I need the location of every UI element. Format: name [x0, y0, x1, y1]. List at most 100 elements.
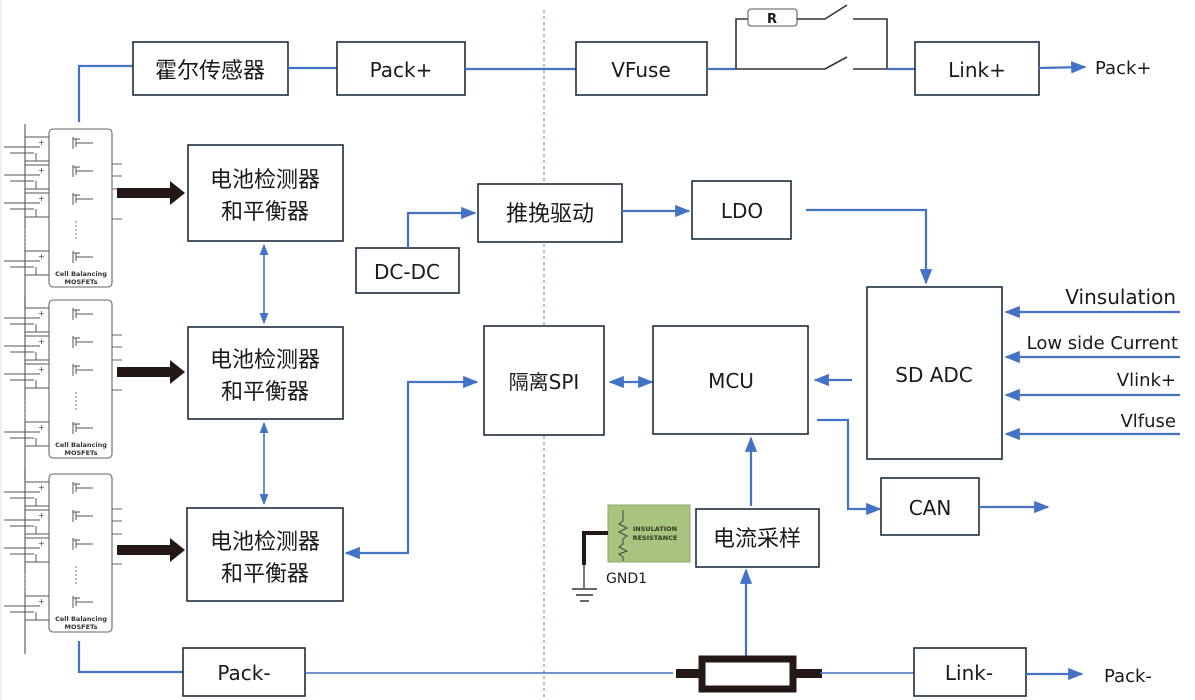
- battery-cell-icon: +: [4, 537, 49, 563]
- battery-monitor-1-line2: 和平衡器: [221, 200, 309, 225]
- svg-text:+: +: [38, 597, 45, 606]
- pack-plus-label: Pack+: [370, 58, 433, 82]
- battery-monitor-block-2[interactable]: 电池检测器 和平衡器: [187, 326, 344, 420]
- resistor-icon: [747, 8, 798, 27]
- link-plus-label: Link+: [948, 58, 1006, 82]
- mosfet-icon: [72, 308, 93, 320]
- precharge-relay-network: R: [735, 4, 888, 70]
- dcdc-label: DC-DC: [374, 260, 440, 284]
- battery-cell-icon: +: [4, 335, 49, 361]
- thick-arrow-3: [117, 538, 185, 562]
- mosfet-icon: [72, 165, 93, 177]
- link-minus-block[interactable]: Link-: [913, 647, 1027, 697]
- battery-monitor-2-line2: 和平衡器: [221, 380, 309, 405]
- can-block[interactable]: CAN: [880, 477, 980, 536]
- mosfet-icon: [72, 422, 93, 434]
- battery-monitor-3-line2: 和平衡器: [221, 562, 309, 587]
- cell-balancing-label: Cell Balancing: [55, 441, 107, 449]
- mosfets-label: MOSFETs: [65, 278, 98, 286]
- current-sampling-block[interactable]: 电流采样: [695, 508, 820, 568]
- ground-icon: [572, 588, 597, 602]
- vfuse-label: VFuse: [611, 58, 671, 82]
- dcdc-block[interactable]: DC-DC: [355, 247, 460, 294]
- mosfets-label: MOSFETs: [65, 623, 98, 631]
- hall-sensor-block[interactable]: 霍尔传感器: [132, 41, 289, 96]
- battery-monitor-block-3[interactable]: 电池检测器 和平衡器: [186, 507, 344, 602]
- cell-balancing-mosfets-box: [48, 473, 113, 633]
- battery-monitor-3-line1: 电池检测器: [210, 530, 320, 555]
- insulation-label-line2: RESISTANCE: [633, 534, 678, 542]
- arrow-pack-plus-out: [1038, 61, 1087, 74]
- svg-text:+: +: [38, 166, 45, 175]
- pack-minus-label: Pack-: [217, 661, 270, 685]
- wire-ldo-to-adc: [806, 208, 933, 285]
- svg-text:+: +: [38, 365, 45, 374]
- battery-cell-icon: +: [4, 307, 49, 333]
- insulation-resistance-module: INSULATION RESISTANCE GND1: [572, 504, 691, 602]
- battery-monitor-block-1[interactable]: 电池检测器 和平衡器: [187, 144, 344, 242]
- mosfet-icon: [72, 137, 93, 149]
- mosfet-icon: [72, 538, 93, 550]
- sd-adc-block[interactable]: SD ADC: [866, 286, 1003, 460]
- vlink-plus-label: Vlink+: [1117, 370, 1176, 391]
- mosfet-icon: [72, 364, 93, 376]
- battery-cell-icon: +: [4, 481, 49, 507]
- wire-monitor-to-spi: [344, 375, 479, 560]
- svg-text:+: +: [38, 539, 45, 548]
- mosfets-label: MOSFETs: [65, 449, 98, 457]
- mosfet-icon: [72, 482, 93, 494]
- cell-balancing-mosfets-box: [48, 299, 113, 459]
- svg-text:+: +: [38, 337, 45, 346]
- link-plus-block[interactable]: Link+: [914, 41, 1040, 96]
- svg-text:+: +: [38, 138, 45, 147]
- push-pull-driver-block[interactable]: 推挽驱动: [477, 183, 623, 243]
- battery-cell-icon: +: [4, 421, 49, 447]
- cell-balancing-mosfets-box: [48, 128, 113, 288]
- gnd1-label: GND1: [606, 571, 647, 587]
- wire-stack-to-pack-minus: [77, 641, 183, 674]
- push-pull-driver-label: 推挽驱动: [506, 202, 594, 227]
- sd-adc-label: SD ADC: [895, 363, 973, 387]
- low-side-current-label: Low side Current: [1027, 333, 1178, 354]
- battery-monitor-2-line1: 电池检测器: [210, 348, 320, 373]
- battery-monitor-1-line1: 电池检测器: [210, 168, 320, 193]
- vlfuse-label: Vlfuse: [1120, 411, 1176, 432]
- ldo-block[interactable]: LDO: [691, 180, 792, 240]
- thick-arrow-2: [117, 360, 185, 384]
- cell-balancing-label: Cell Balancing: [55, 615, 107, 623]
- ldo-label: LDO: [721, 199, 763, 223]
- svg-text:+: +: [38, 309, 45, 318]
- svg-text:+: +: [38, 423, 45, 432]
- resistor-label: R: [767, 12, 777, 27]
- isolated-spi-block[interactable]: 隔离SPI: [483, 325, 605, 436]
- vfuse-block[interactable]: VFuse: [575, 41, 708, 96]
- cell-balancing-label: Cell Balancing: [55, 270, 107, 278]
- shunt-resistor-icon: [676, 655, 822, 693]
- svg-text:+: +: [38, 194, 45, 203]
- pack-minus-output-label: Pack-: [1104, 666, 1152, 687]
- battery-cell-icon: +: [4, 136, 49, 162]
- wire-stack-to-hall: [77, 64, 133, 122]
- battery-cell-icon: +: [4, 192, 49, 218]
- svg-text:+: +: [38, 252, 45, 261]
- mosfet-icon: [72, 336, 93, 348]
- mosfet-icon: [72, 193, 93, 205]
- pack-plus-output-label: Pack+: [1095, 58, 1151, 79]
- vinsulation-label: Vinsulation: [1065, 285, 1176, 309]
- battery-cell-icon: +: [4, 509, 49, 535]
- mosfet-icon: [72, 251, 93, 263]
- can-label: CAN: [909, 496, 952, 520]
- battery-cell-icon: +: [4, 363, 49, 389]
- resistor-zigzag-icon: [617, 510, 629, 561]
- pack-plus-block[interactable]: Pack+: [336, 41, 466, 96]
- battery-cell-icon: +: [4, 164, 49, 190]
- mcu-block[interactable]: MCU: [652, 325, 809, 435]
- link-minus-label: Link-: [945, 661, 993, 685]
- pack-minus-block[interactable]: Pack-: [182, 647, 306, 697]
- battery-cell-icon: +: [4, 250, 49, 276]
